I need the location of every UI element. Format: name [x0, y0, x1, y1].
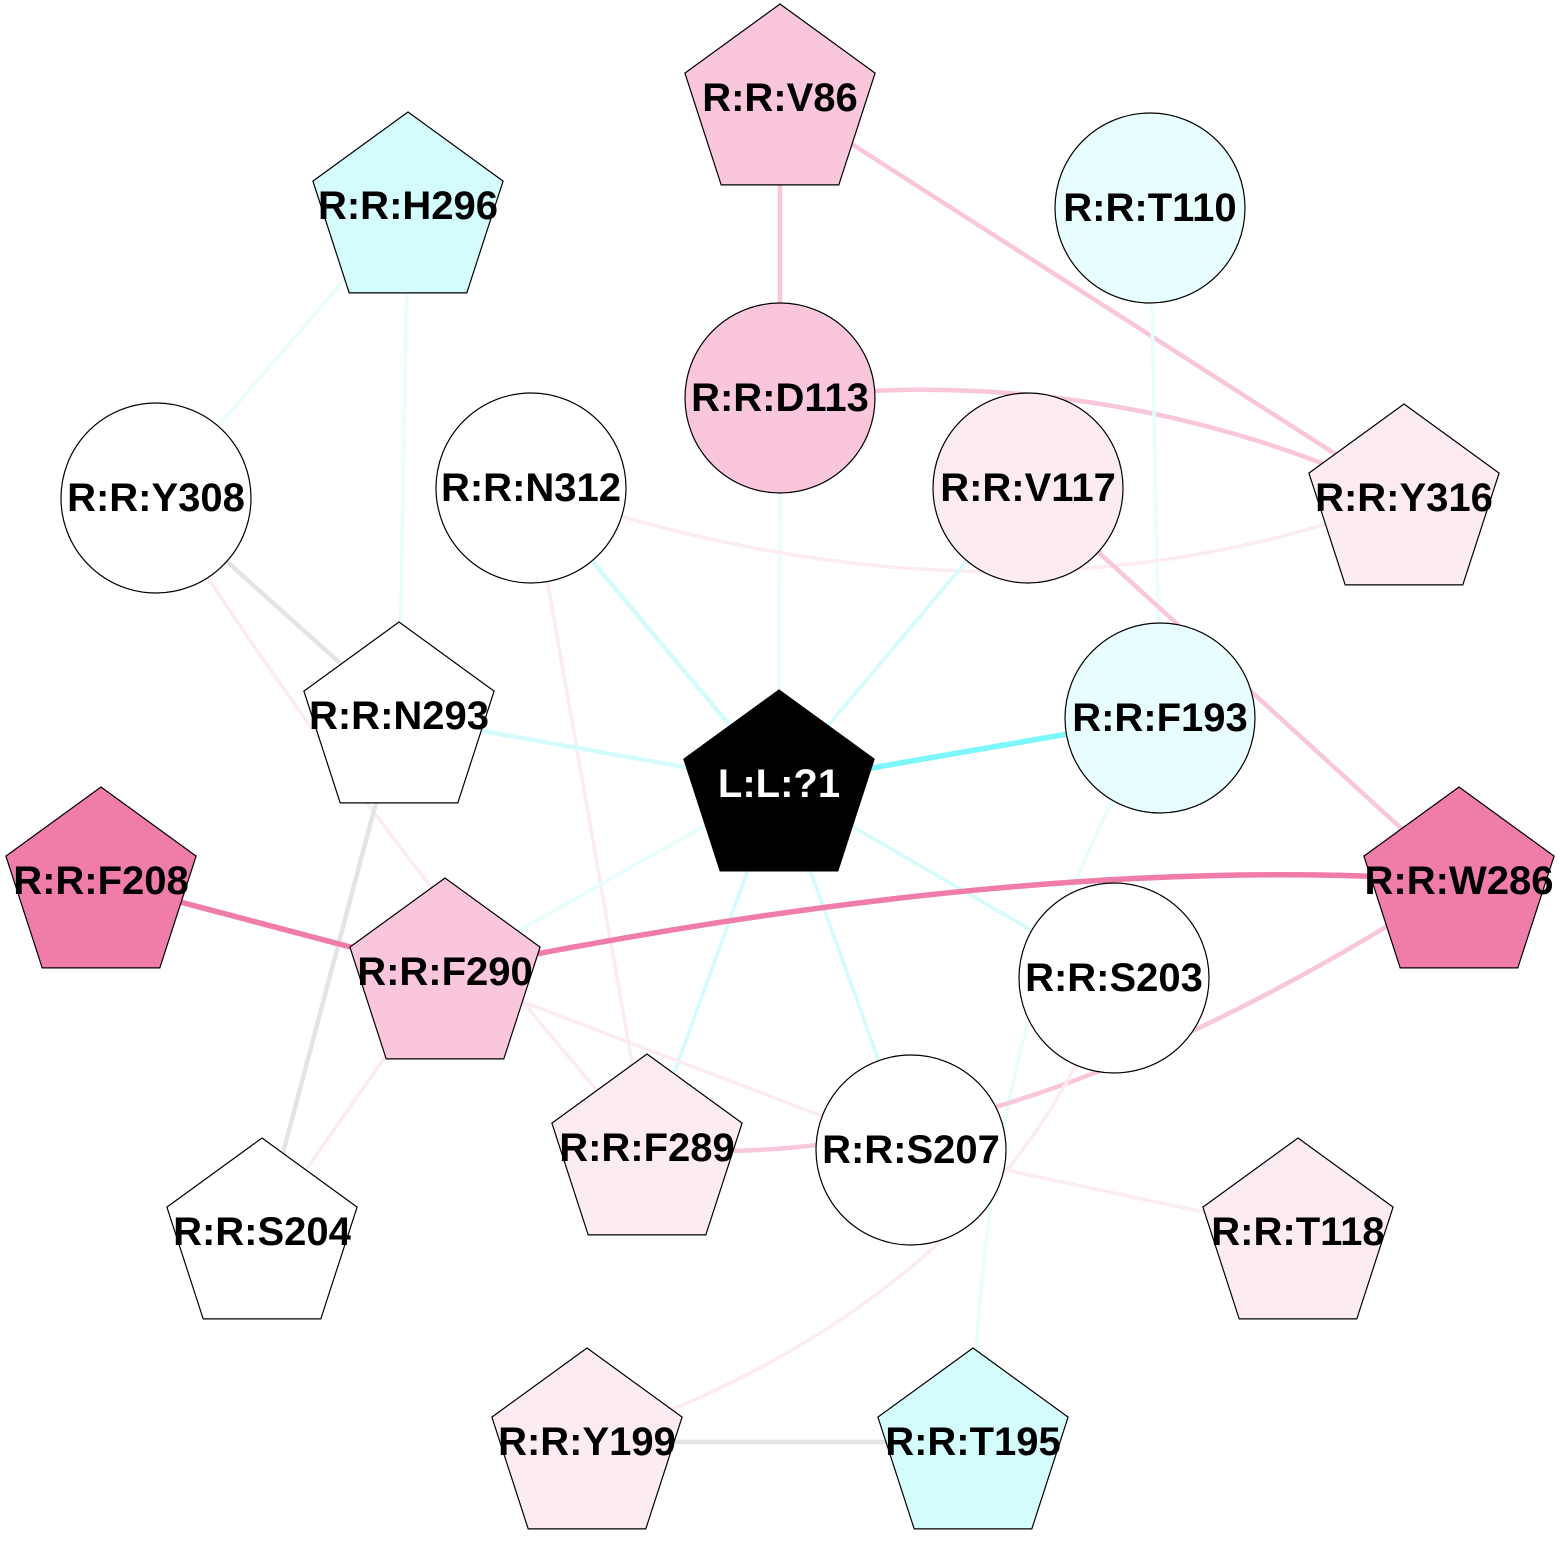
node-y199-pentagon — [491, 1347, 683, 1530]
node-h296[interactable]: R:R:H296 — [312, 111, 504, 294]
node-y308-circle — [60, 402, 252, 594]
node-f289-pentagon — [551, 1053, 743, 1236]
node-y308[interactable]: R:R:Y308 — [60, 402, 252, 594]
node-v86-pentagon — [684, 3, 876, 186]
node-y316-pentagon — [1308, 403, 1500, 586]
node-label: R:R:S203 — [1025, 956, 1203, 1000]
node-label: R:R:V117 — [940, 466, 1116, 510]
node-n312-circle — [435, 392, 627, 584]
node-v117[interactable]: R:R:V117 — [932, 392, 1124, 584]
node-n293-pentagon — [303, 621, 495, 804]
node-label: R:R:F290 — [357, 950, 533, 994]
node-t195-pentagon — [877, 1347, 1069, 1530]
node-s203-circle — [1018, 882, 1210, 1074]
edge-v86-y316 — [777, 95, 1407, 501]
node-label: R:R:D113 — [691, 376, 869, 420]
node-n312[interactable]: R:R:N312 — [435, 392, 627, 584]
edge-w286-f289 — [644, 878, 1462, 1154]
node-d113-circle — [684, 302, 876, 494]
node-f208[interactable]: R:R:F208 — [5, 786, 197, 969]
node-f193[interactable]: R:R:F193 — [1064, 622, 1256, 814]
node-f208-pentagon — [5, 786, 197, 969]
node-label: R:R:N312 — [441, 466, 621, 510]
node-f289[interactable]: R:R:F289 — [551, 1053, 743, 1236]
node-w286-pentagon — [1363, 786, 1555, 969]
node-label: R:R:T110 — [1063, 186, 1236, 230]
node-h296-pentagon — [312, 111, 504, 294]
node-y199[interactable]: R:R:Y199 — [491, 1347, 683, 1530]
node-label: R:R:S207 — [822, 1128, 1000, 1172]
node-l1[interactable]: L:L:?1 — [683, 689, 875, 872]
node-label: R:R:Y316 — [1315, 476, 1493, 520]
node-t110-circle — [1054, 112, 1246, 304]
node-s207[interactable]: R:R:S207 — [815, 1054, 1007, 1246]
node-label: R:R:V86 — [702, 76, 858, 120]
node-w286[interactable]: R:R:W286 — [1363, 786, 1555, 969]
node-s207-circle — [815, 1054, 1007, 1246]
node-l1-pentagon — [683, 689, 875, 872]
node-s204-pentagon — [166, 1137, 358, 1320]
node-label: R:R:F208 — [13, 859, 189, 903]
node-label: R:R:T118 — [1211, 1210, 1384, 1254]
node-y316[interactable]: R:R:Y316 — [1308, 403, 1500, 586]
node-label: R:R:H296 — [318, 184, 498, 228]
node-t110[interactable]: R:R:T110 — [1054, 112, 1246, 304]
node-f290-pentagon — [349, 877, 541, 1060]
node-label: R:R:T195 — [885, 1420, 1061, 1464]
node-label: R:R:N293 — [309, 694, 489, 738]
edge-n312-f289 — [529, 486, 649, 1150]
node-t118-pentagon — [1202, 1137, 1394, 1320]
node-s204[interactable]: R:R:S204 — [166, 1137, 358, 1320]
node-f290[interactable]: R:R:F290 — [349, 877, 541, 1060]
node-label: R:R:Y308 — [67, 476, 245, 520]
edge-f193-t195 — [971, 716, 1162, 1444]
node-s203[interactable]: R:R:S203 — [1018, 882, 1210, 1074]
node-label: R:R:Y199 — [498, 1420, 676, 1464]
node-f193-circle — [1064, 622, 1256, 814]
node-label: R:R:W286 — [1365, 859, 1554, 903]
node-label: R:R:F193 — [1072, 696, 1248, 740]
edge-y308-f289 — [154, 496, 649, 1150]
node-t118[interactable]: R:R:T118 — [1202, 1137, 1394, 1320]
edge-f290-w286 — [442, 871, 1462, 975]
node-label: L:L:?1 — [718, 762, 840, 806]
node-label: R:R:S204 — [173, 1210, 352, 1254]
edge-s203-y199 — [585, 976, 1116, 1444]
node-d113[interactable]: R:R:D113 — [684, 302, 876, 494]
node-n293[interactable]: R:R:N293 — [303, 621, 495, 804]
node-t195[interactable]: R:R:T195 — [877, 1347, 1069, 1530]
node-v117-circle — [932, 392, 1124, 584]
node-v86[interactable]: R:R:V86 — [684, 3, 876, 186]
node-label: R:R:F289 — [559, 1126, 735, 1170]
